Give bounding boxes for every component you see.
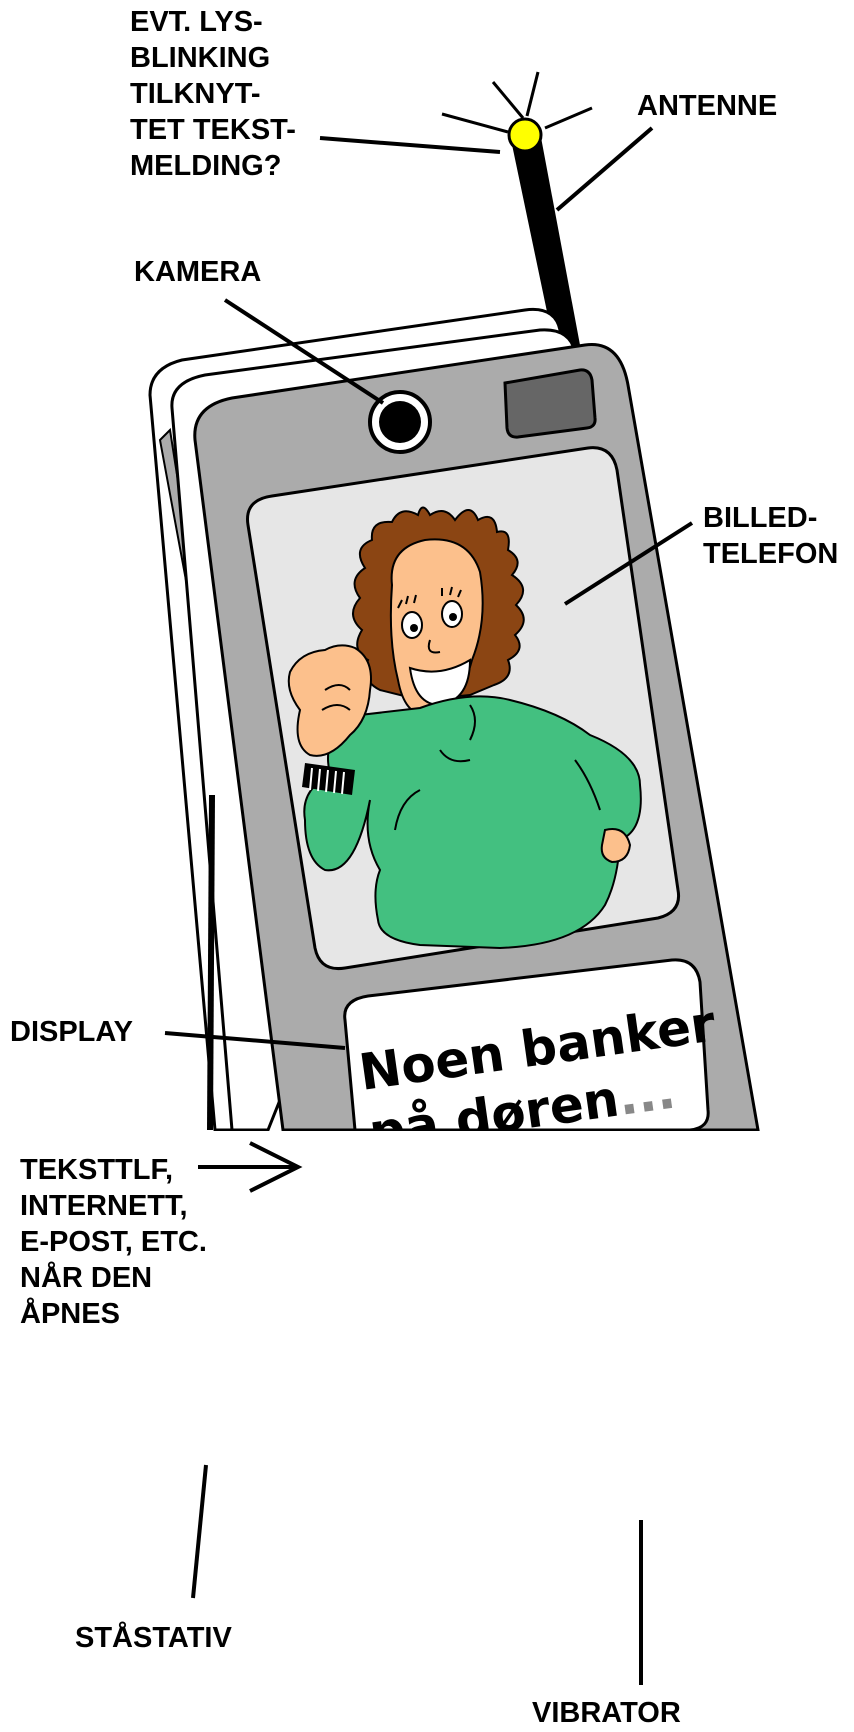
stand-label: STÅSTATIV [75,1622,232,1654]
stand-leader [191,1464,208,1599]
notification-light [507,117,543,153]
stand-leg-upper [207,794,215,1131]
camera-leader [223,298,385,405]
display-ellipsis: ... [614,1062,679,1127]
lower-cutoff [0,1131,854,1732]
vibrator-label: VIBRATOR [532,1697,681,1729]
light-leader [319,136,501,154]
light-label: EVT. LYS- BLINKING TILKNYT- TET TEKST- M… [130,6,296,182]
display-panel: Noen banker på døren... [343,958,719,1132]
woman-illustration [287,506,642,950]
antenna-leader [555,126,654,212]
display-label: DISPLAY [10,1016,134,1048]
texting-arrow-head [249,1141,303,1193]
display-leader [164,1031,346,1050]
texting-label: TEKSTTLF, INTERNETT, E-POST, ETC. NÅR DE… [20,1154,207,1330]
antenna-label: ANTENNE [637,90,778,122]
camera-label: KAMERA [134,256,262,288]
leader-lines [164,126,694,1685]
videophone-label: BILLED- TELEFON [703,502,839,570]
videophone-leader [563,521,694,606]
phone-screen [246,446,681,971]
antenna [441,71,593,350]
